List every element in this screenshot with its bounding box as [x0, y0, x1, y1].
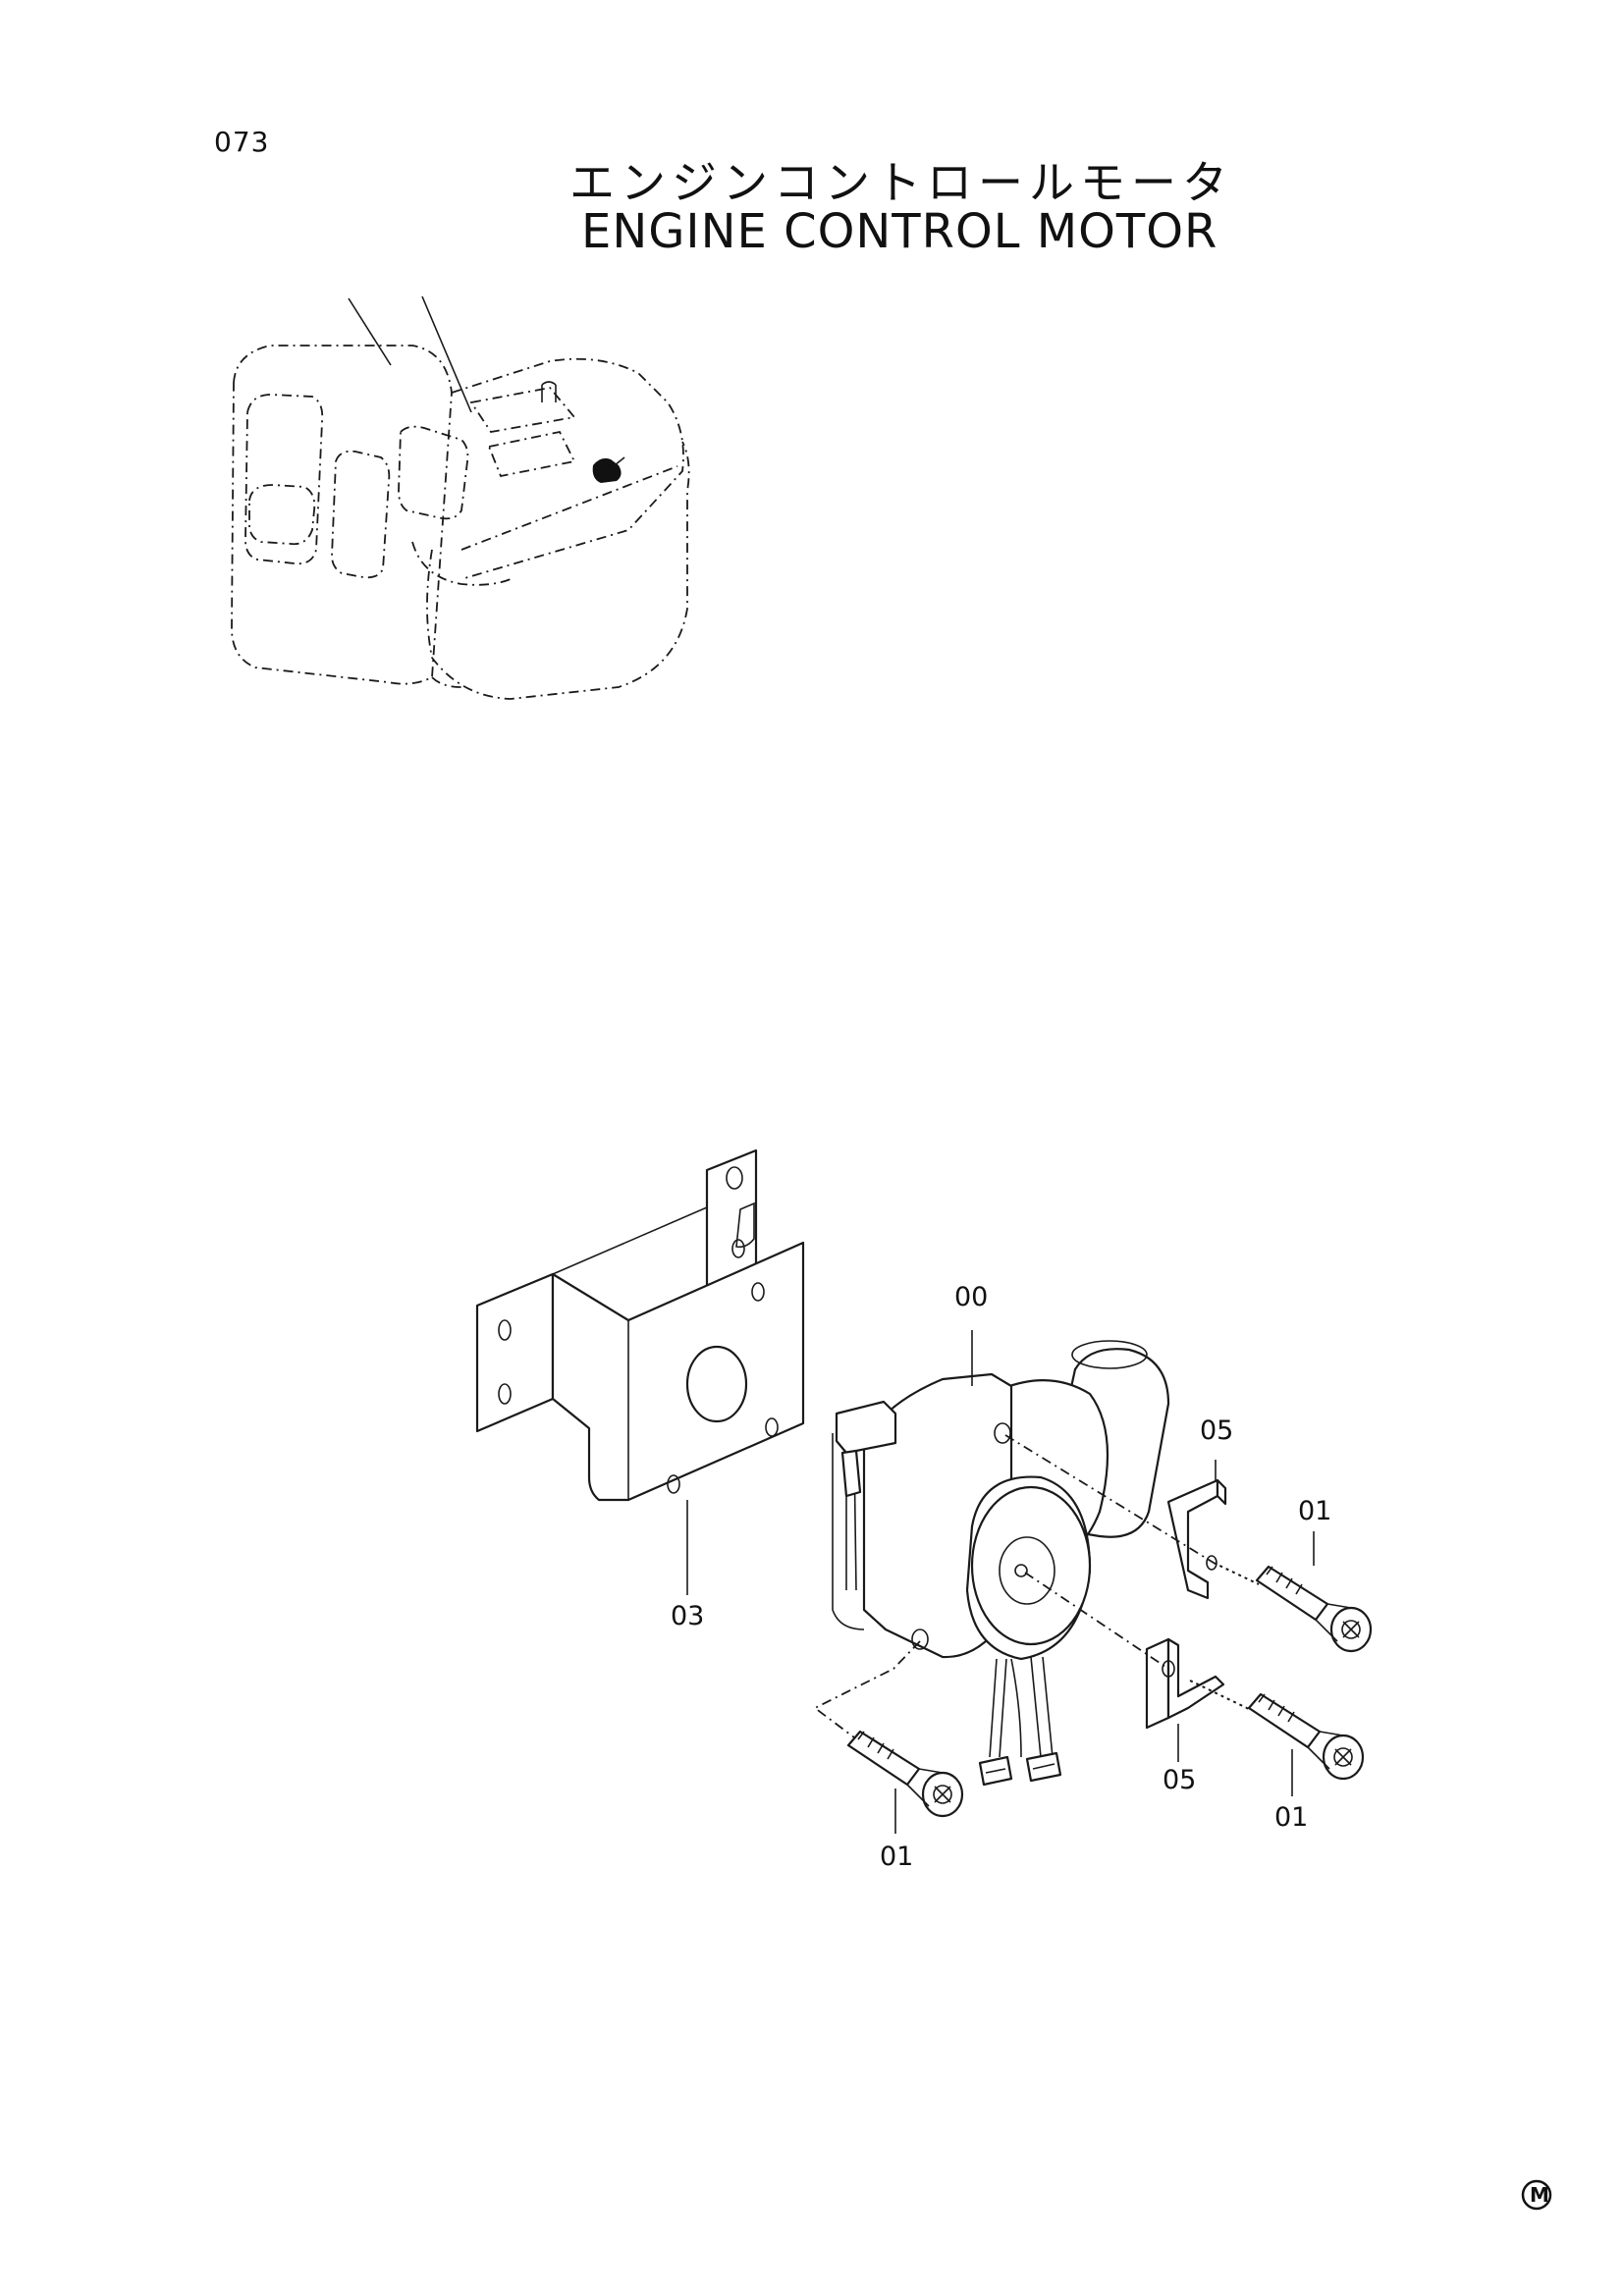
callout-bracket: 03 — [671, 1601, 704, 1631]
m-mark-symbol: M — [1521, 2179, 1552, 2211]
excavator-location-illustration — [231, 295, 690, 700]
callout-bolt-lower-right: 01 — [1274, 1802, 1308, 1833]
plate-lower — [1145, 1637, 1225, 1762]
page-number: 073 — [214, 126, 270, 158]
axis-line-upper — [1004, 1434, 1215, 1564]
plate-upper — [1166, 1460, 1227, 1600]
bolt-lower-right — [1247, 1692, 1365, 1796]
engine-control-motor — [832, 1330, 1170, 1787]
callout-plate-lower: 05 — [1163, 1765, 1196, 1795]
axis-line-lower-bolt — [1189, 1680, 1252, 1711]
page-title-japanese: エンジンコントロールモータ — [569, 156, 1233, 209]
callout-motor: 00 — [954, 1282, 988, 1312]
callout-bolt-upper-right: 01 — [1298, 1496, 1331, 1526]
m-mark-letter: M — [1530, 2183, 1549, 2207]
mounting-bracket — [475, 1148, 805, 1595]
axis-line-lower — [813, 1640, 921, 1738]
callout-plate-upper: 05 — [1200, 1415, 1233, 1446]
callout-bolt-lower-left: 01 — [880, 1842, 913, 1872]
axis-line-upper-bolt — [1213, 1562, 1260, 1585]
bolt-upper-right — [1255, 1531, 1373, 1653]
bolt-lower-left — [846, 1730, 964, 1834]
axis-line-middle — [1024, 1572, 1169, 1670]
page-title-english: ENGINE CONTROL MOTOR — [581, 204, 1218, 259]
